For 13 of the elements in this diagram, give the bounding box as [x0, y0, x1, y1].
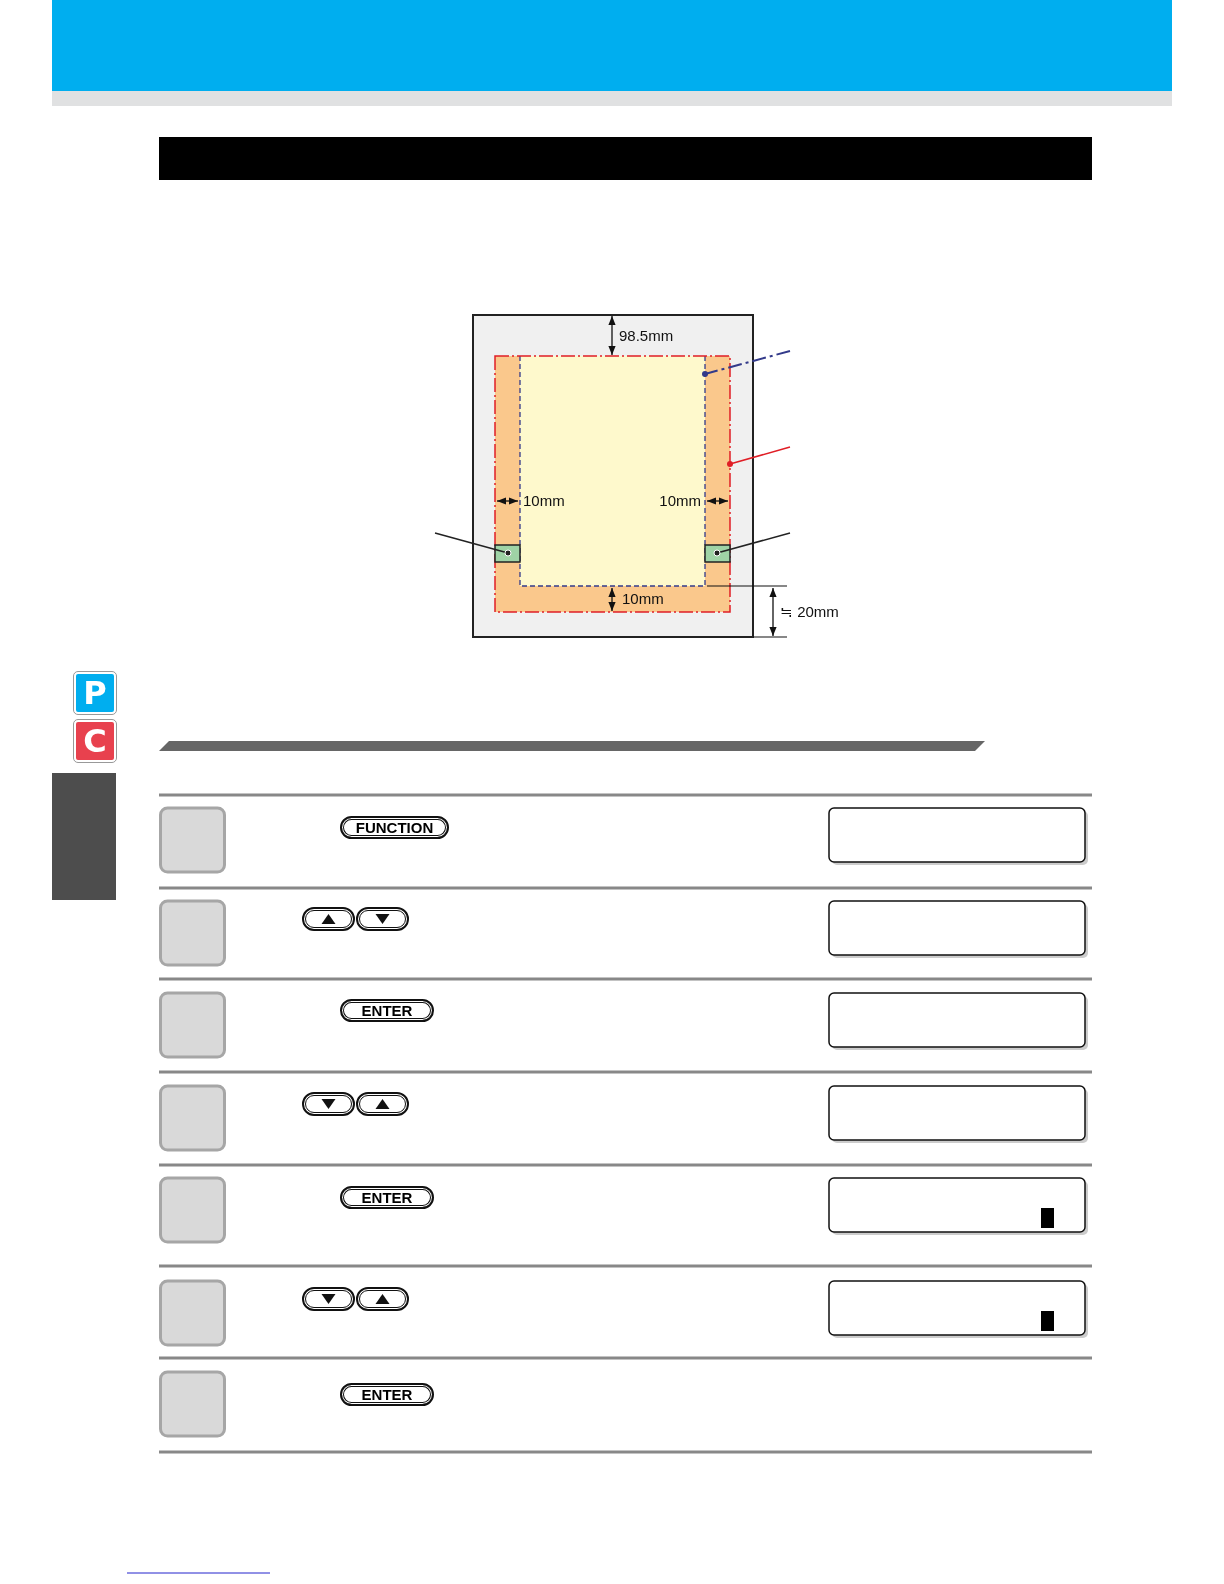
key-button: ENTER — [340, 1383, 434, 1406]
dimension-text: ≒ 20mm — [780, 603, 839, 621]
dimension-text: 10mm — [659, 492, 701, 510]
dimension-text: 98.5mm — [619, 327, 674, 345]
title-bar — [159, 137, 1092, 180]
section-tab-icon: P — [74, 672, 116, 714]
section-tab-icon: C — [74, 720, 116, 762]
key-button: FUNCTION — [340, 816, 449, 839]
dimension-text: 10mm — [622, 590, 664, 608]
dimension-text: 10mm — [523, 492, 565, 510]
key-button: ENTER — [340, 999, 434, 1022]
side-tab — [52, 773, 116, 900]
key-button: ENTER — [340, 1186, 434, 1209]
